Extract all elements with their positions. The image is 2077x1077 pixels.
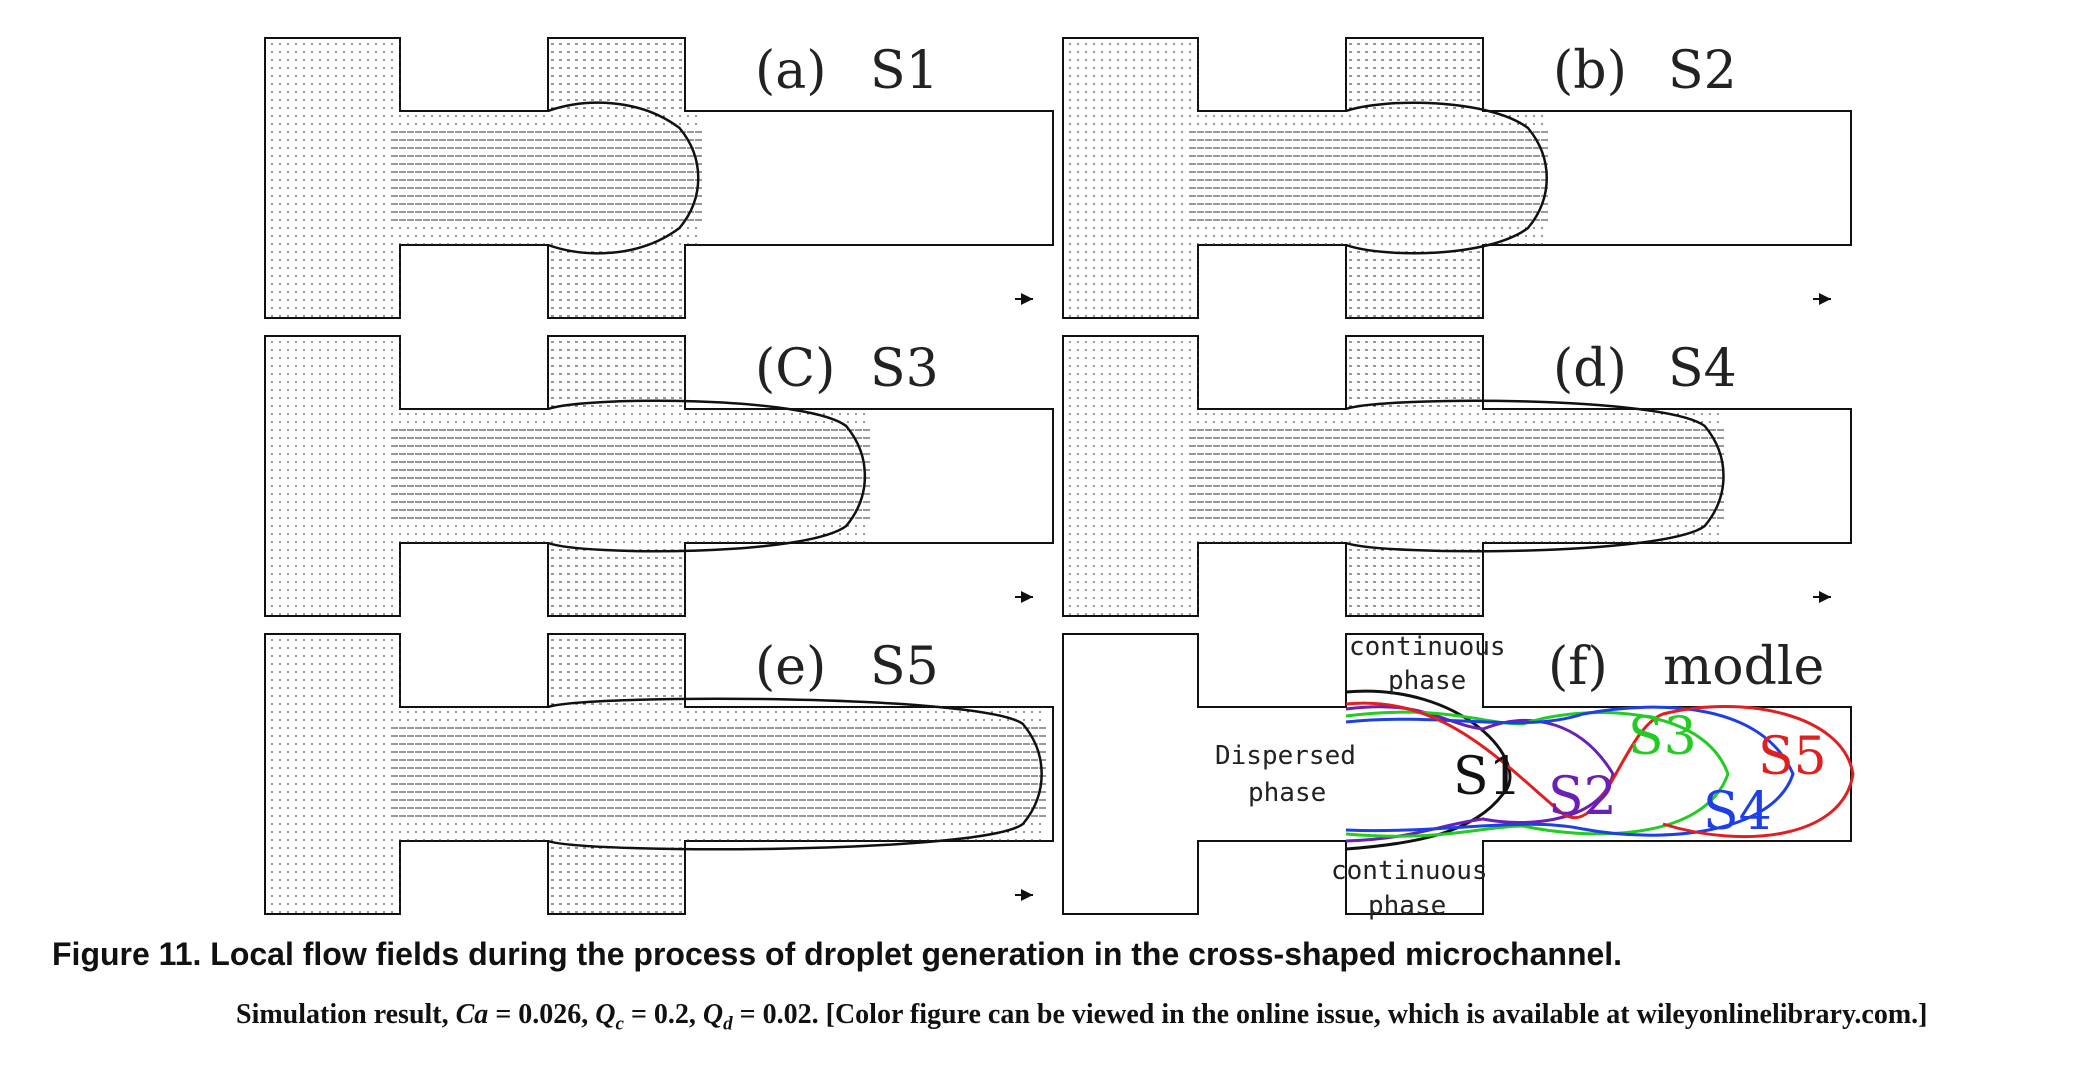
- panel-label-a: (a): [755, 41, 827, 101]
- model-panel-name: modle: [1663, 637, 1824, 697]
- panel-name-c: S3: [870, 339, 939, 399]
- caption-qc-value: = 0.2,: [630, 999, 696, 1030]
- flow-panel-a: (a) S1: [264, 37, 1054, 319]
- channel-outline: [264, 37, 1054, 319]
- channel-outline: [264, 633, 1054, 915]
- velocity-field: [271, 639, 1046, 913]
- stage-label-s4: S4: [1703, 782, 1772, 842]
- caption-qd-value: = 0.02.: [739, 999, 819, 1030]
- caption-qc-symbol: Qc: [595, 999, 624, 1035]
- model-panel: (f) modle continuous phase continuous ph…: [1062, 632, 1855, 921]
- continuous-phase-top-2: phase: [1388, 666, 1466, 696]
- continuous-phase-bottom-2: phase: [1368, 891, 1446, 921]
- interface-s4: [1345, 705, 1795, 837]
- panel-name-a: S1: [870, 41, 939, 101]
- channel-outline: [1062, 335, 1852, 617]
- velocity-field: [1069, 341, 1724, 615]
- flow-panel-e: (e) S5: [264, 633, 1054, 915]
- panel-label-c: (C): [755, 339, 835, 399]
- caption-note: [Color figure can be viewed in the onlin…: [825, 999, 1928, 1030]
- dispersed-phase-1: Dispersed: [1215, 741, 1356, 771]
- continuous-phase-bottom-1: continuous: [1331, 856, 1488, 886]
- panel-name-b: S2: [1668, 41, 1737, 101]
- interface-s1: [1345, 689, 1512, 851]
- velocity-field: [1069, 43, 1548, 317]
- channel-outline: [264, 335, 1054, 617]
- channel-outline: [1062, 633, 1852, 915]
- panel-label-e: (e): [755, 637, 826, 697]
- caption-lead: Simulation result,: [236, 999, 449, 1030]
- model-panel-label: (f): [1548, 637, 1608, 697]
- stage-label-s1: S1: [1453, 747, 1522, 807]
- caption-ca-value: = 0.026,: [495, 999, 589, 1030]
- panel-name-d: S4: [1668, 339, 1737, 399]
- velocity-field: [271, 341, 870, 615]
- figure-11: (a) S1 (b) S2 (C) S3 (d) S4 (e) S5 (f) modle cont…: [264, 37, 1855, 921]
- droplet-interface: [547, 399, 866, 553]
- flow-panel-b: (b) S2: [1062, 37, 1852, 319]
- droplet-interface: [1345, 101, 1548, 255]
- panel-name-e: S5: [870, 637, 939, 697]
- figure-caption-body: Simulation result, Ca = 0.026, Qc = 0.2,…: [236, 997, 2056, 1043]
- flow-panel-d: (d) S4: [1062, 335, 1852, 617]
- droplet-interface: [547, 697, 1043, 851]
- channel-outline: [1062, 37, 1852, 319]
- stage-label-s2: S2: [1548, 767, 1617, 827]
- stage-label-s3: S3: [1628, 707, 1697, 767]
- droplet-interface: [1345, 399, 1725, 553]
- droplet-interface: [547, 101, 700, 255]
- dispersed-phase-2: phase: [1248, 778, 1326, 808]
- velocity-field: [271, 43, 702, 317]
- caption-qd-symbol: Qd: [702, 999, 733, 1035]
- panel-label-b: (b): [1553, 41, 1627, 101]
- continuous-phase-top-1: continuous: [1349, 632, 1506, 662]
- stage-label-s5: S5: [1758, 727, 1827, 787]
- flow-panel-c: (C) S3: [264, 335, 1054, 617]
- figure-caption-title: Figure 11. Local flow fields during the …: [52, 936, 1623, 972]
- caption-ca-symbol: Ca: [455, 999, 489, 1030]
- panel-label-d: (d): [1553, 339, 1627, 399]
- interface-s5: [1345, 701, 1855, 839]
